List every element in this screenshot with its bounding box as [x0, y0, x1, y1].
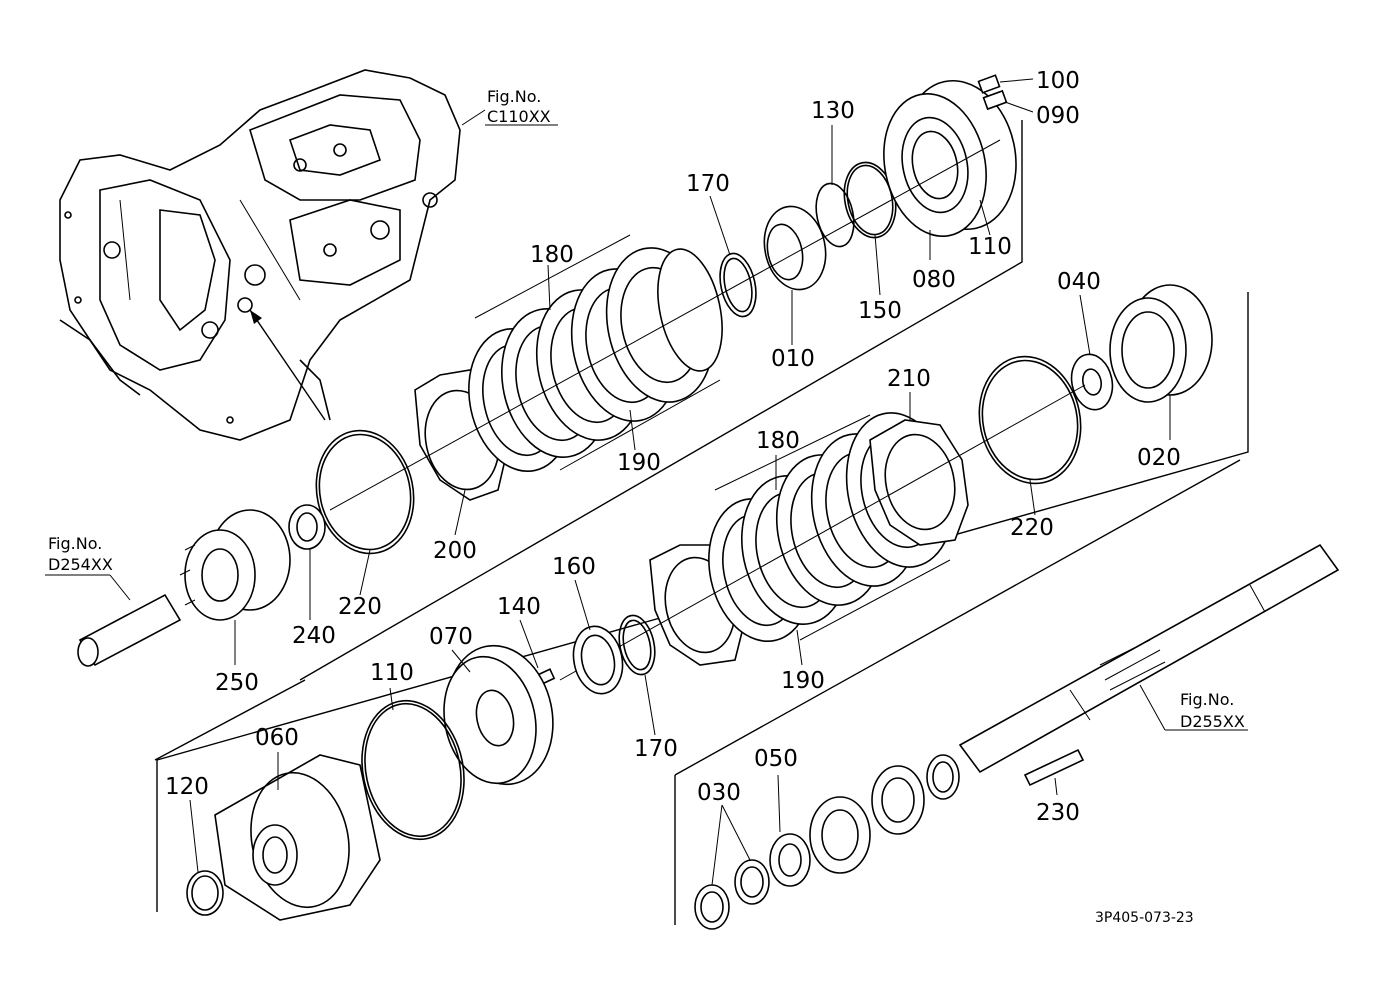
ref-c110-line1: Fig.No. [487, 87, 541, 106]
ref-c110[interactable]: Fig.No. C110XX [487, 87, 551, 126]
label-050[interactable]: 050 [754, 746, 798, 772]
label-020[interactable]: 020 [1137, 445, 1181, 471]
part-120-seal-ring [186, 870, 224, 916]
label-220-right[interactable]: 220 [1010, 515, 1054, 541]
pointer-arrow [249, 309, 326, 421]
ref-d255[interactable]: Fig.No. D255XX [1180, 690, 1245, 731]
lower-axis-line [559, 384, 1086, 681]
label-190-upper[interactable]: 190 [617, 450, 661, 476]
part-050-collar [769, 833, 811, 887]
label-040[interactable]: 040 [1057, 269, 1101, 295]
label-190-lower[interactable]: 190 [781, 668, 825, 694]
part-010-bearing [763, 205, 827, 291]
upper-axis-line [329, 139, 1001, 511]
part-040-thrust-washer [1070, 353, 1114, 411]
part-170-snap-ring-lower [618, 614, 656, 676]
part-100-spring [977, 74, 1001, 94]
label-170-lower[interactable]: 170 [634, 736, 678, 762]
part-030-needle-bearing-a [734, 859, 770, 905]
label-230[interactable]: 230 [1036, 800, 1080, 826]
d255-main-shaft [958, 543, 1340, 774]
label-180-upper[interactable]: 180 [530, 242, 574, 268]
label-220-left[interactable]: 220 [338, 594, 382, 620]
label-030[interactable]: 030 [697, 780, 741, 806]
part-210-pressure-plate [869, 419, 969, 546]
part-090-spring [982, 89, 1008, 111]
label-160[interactable]: 160 [552, 554, 596, 580]
shaft-bearing-mid [809, 796, 871, 874]
label-060[interactable]: 060 [255, 725, 299, 751]
transmission-case [59, 69, 461, 441]
part-220-snap-ring-left [315, 429, 415, 555]
part-170-snap-ring-upper [719, 252, 757, 318]
label-140[interactable]: 140 [497, 594, 541, 620]
label-080[interactable]: 080 [912, 267, 956, 293]
label-150[interactable]: 150 [858, 298, 902, 324]
label-170-upper[interactable]: 170 [686, 171, 730, 197]
ref-d255-line2: D255XX [1180, 712, 1245, 731]
part-240-bearing [288, 504, 326, 550]
ref-d254-line1: Fig.No. [48, 534, 102, 553]
label-180-lower[interactable]: 180 [756, 428, 800, 454]
label-090[interactable]: 090 [1036, 103, 1080, 129]
part-020-gear [1109, 284, 1213, 403]
part-060-clutch-drum [214, 754, 381, 921]
label-240[interactable]: 240 [292, 623, 336, 649]
ref-c110-line2: C110XX [487, 107, 551, 126]
label-200[interactable]: 200 [433, 538, 477, 564]
d255-shaft-small-ring [926, 754, 960, 800]
label-210[interactable]: 210 [887, 366, 931, 392]
part-180-190-upper-disc-stack [468, 234, 723, 472]
part-070-piston [443, 644, 554, 786]
ref-d254-line2: D254XX [48, 555, 113, 574]
part-160-washer [572, 625, 624, 695]
label-100[interactable]: 100 [1036, 68, 1080, 94]
part-220-snap-ring-right [978, 355, 1082, 485]
d254-shaft [77, 593, 182, 667]
part-030-needle-bearing-b [694, 884, 730, 930]
part-250-gear [179, 509, 291, 621]
shaft-bearing-large [871, 765, 925, 835]
part-labels: 100 090 130 170 180 110 080 150 010 190 … [165, 68, 1181, 826]
ref-d255-line1: Fig.No. [1180, 690, 1234, 709]
label-130[interactable]: 130 [811, 98, 855, 124]
leader-lines [45, 78, 1248, 886]
part-080-piston [883, 79, 1017, 237]
part-130-o-ring [815, 182, 855, 248]
assembly-boundary-lines [154, 120, 1249, 925]
label-110-upper[interactable]: 110 [968, 234, 1012, 260]
label-250[interactable]: 250 [215, 670, 259, 696]
label-120[interactable]: 120 [165, 774, 209, 800]
label-070[interactable]: 070 [429, 624, 473, 650]
label-010[interactable]: 010 [771, 346, 815, 372]
figure-code: 3P405-073-23 [1095, 910, 1194, 926]
part-110-seal-ring [361, 699, 465, 841]
ref-d254[interactable]: Fig.No. D254XX [48, 534, 113, 574]
part-230-key [1023, 748, 1085, 787]
label-110-lower[interactable]: 110 [370, 660, 414, 686]
